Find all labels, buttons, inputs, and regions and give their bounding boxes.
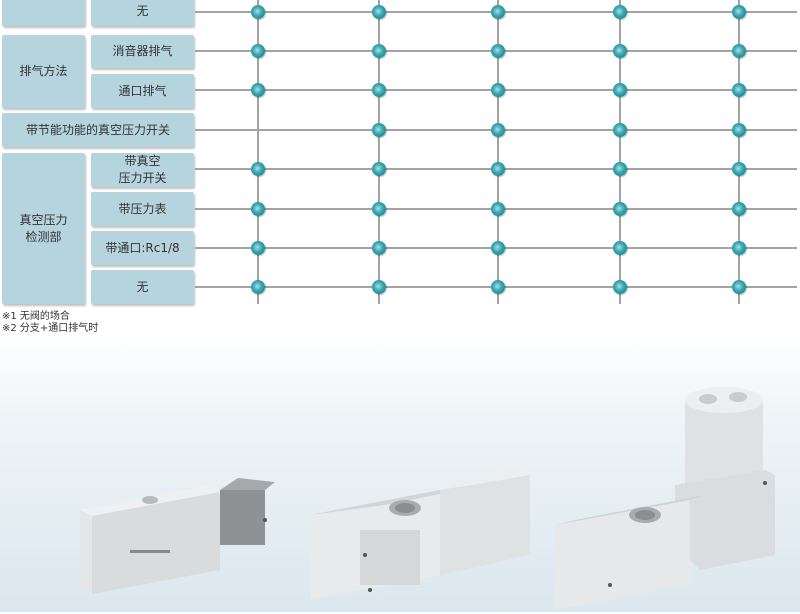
compatibility-dot-icon: [251, 44, 265, 58]
compatibility-dot-icon: [491, 123, 505, 137]
compatibility-dot-icon: [251, 202, 265, 216]
compatibility-dot-icon: [491, 44, 505, 58]
compatibility-dot-icon: [491, 83, 505, 97]
product-image-silencer-unit: [70, 470, 280, 595]
compatibility-dot-icon: [491, 162, 505, 176]
compatibility-dot-icon: [732, 5, 746, 19]
compatibility-dot-icon: [251, 162, 265, 176]
compatibility-dot-icon: [732, 162, 746, 176]
compatibility-dot-icon: [732, 44, 746, 58]
compatibility-dot-icon: [372, 162, 386, 176]
compatibility-dot-icon: [613, 202, 627, 216]
compatibility-dot-icon: [732, 202, 746, 216]
compatibility-dot-icon: [613, 241, 627, 255]
compatibility-dot-icon: [491, 5, 505, 19]
compatibility-dot-icon: [613, 280, 627, 294]
column-line: [619, 0, 621, 304]
row-label-pressure-gauge: 带压力表: [91, 192, 194, 226]
compatibility-dot-icon: [251, 83, 265, 97]
row-label-silencer-exhaust: 消音器排气: [91, 35, 194, 68]
compatibility-dot-icon: [372, 5, 386, 19]
compatibility-dot-icon: [613, 5, 627, 19]
compatibility-dot-icon: [613, 123, 627, 137]
compatibility-dot-icon: [372, 123, 386, 137]
compatibility-dot-icon: [372, 202, 386, 216]
compatibility-dot-icon: [251, 280, 265, 294]
compatibility-dot-icon: [732, 280, 746, 294]
group-cell-top-blank: [2, 0, 85, 26]
compatibility-dot-icon: [732, 241, 746, 255]
compatibility-dot-icon: [491, 280, 505, 294]
compatibility-dot-icon: [372, 241, 386, 255]
compatibility-dot-icon: [491, 241, 505, 255]
compatibility-dot-icon: [732, 83, 746, 97]
footnote-1: ※1 无阀的场合: [2, 311, 70, 322]
row-label-port-rc18: 带通口:Rc1/8: [91, 231, 194, 265]
row-label-none-top: 无: [91, 0, 194, 26]
compatibility-dot-icon: [613, 44, 627, 58]
compatibility-dot-icon: [372, 280, 386, 294]
compatibility-dot-icon: [372, 83, 386, 97]
group-cell-exhaust-method: 排气方法: [2, 35, 85, 108]
group-label-vacuum-detect: 真空压力 检测部: [19, 212, 68, 244]
footnote-2: ※2 分支+通口排气时: [2, 323, 99, 334]
compatibility-dot-icon: [251, 241, 265, 255]
compatibility-dot-icon: [251, 5, 265, 19]
compatibility-dot-icon: [613, 83, 627, 97]
compatibility-dot-icon: [613, 162, 627, 176]
column-line: [738, 0, 740, 304]
row-label-energy-saving-switch: 带节能功能的真空压力开关: [2, 113, 194, 147]
column-line: [257, 0, 259, 304]
row-label-port-exhaust: 通口排气: [91, 74, 194, 108]
column-line: [497, 0, 499, 304]
column-line: [378, 0, 380, 304]
compatibility-dot-icon: [491, 202, 505, 216]
compatibility-dot-icon: [372, 44, 386, 58]
group-label-exhaust-method: 排气方法: [19, 64, 68, 78]
compatibility-dot-icon: [732, 123, 746, 137]
product-image-pressure-gauge-unit: [550, 375, 785, 610]
product-image-port-exhaust-unit: [305, 460, 535, 600]
row-label-vacuum-switch: 带真空 压力开关: [91, 153, 194, 187]
group-cell-vacuum-detect: 真空压力 检测部: [2, 153, 85, 304]
row-label-none-bottom: 无: [91, 270, 194, 304]
